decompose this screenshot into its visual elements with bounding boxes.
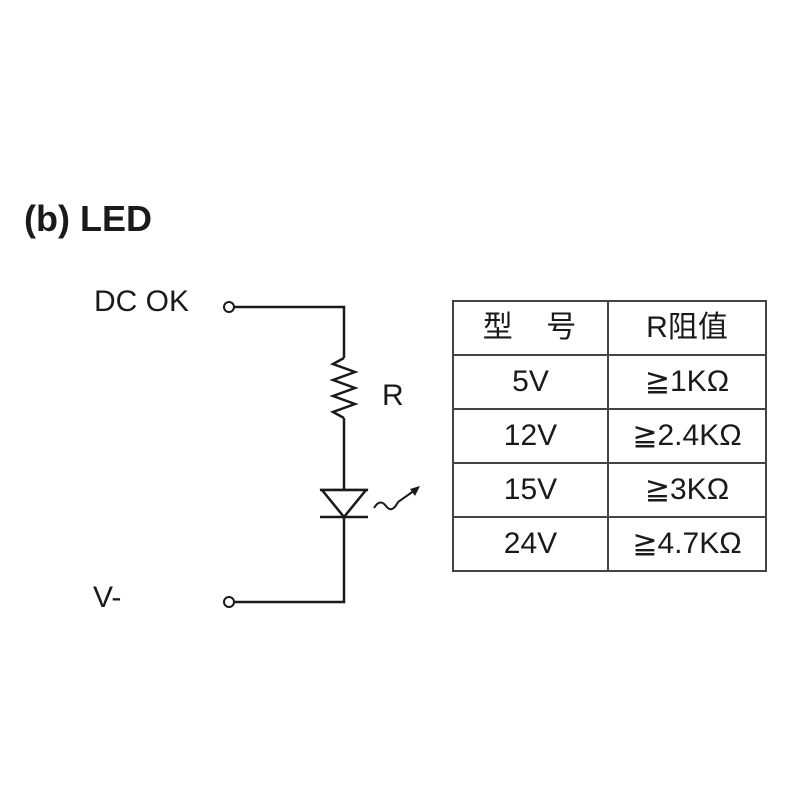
dc-ok-terminal-label: DC OK — [94, 285, 190, 318]
row-model: 24V — [452, 516, 609, 572]
table-header-row: 型 号 R阻值 — [452, 300, 767, 356]
led-icon — [319, 488, 369, 519]
row-model: 15V — [452, 462, 609, 518]
row-resistance: ≧4.7KΩ — [607, 516, 767, 572]
resistor-value-table: 型 号 R阻值 5V ≧1KΩ 12V ≧2.4KΩ 15V ≧3KΩ 24V … — [452, 300, 767, 572]
row-model: 12V — [452, 408, 609, 464]
v-minus-terminal-icon — [223, 596, 235, 608]
light-emission-icon — [373, 486, 420, 511]
resistor-icon — [329, 356, 359, 420]
header-resistance: R阻值 — [607, 300, 767, 356]
row-resistance: ≧3KΩ — [607, 462, 767, 518]
resistor-label: R — [382, 379, 404, 412]
table-row: 24V ≧4.7KΩ — [452, 516, 767, 572]
dc-ok-terminal-icon — [223, 301, 235, 313]
row-resistance: ≧2.4KΩ — [607, 408, 767, 464]
diagram-title: (b) LED — [24, 198, 152, 239]
row-model: 5V — [452, 354, 609, 410]
table-row: 15V ≧3KΩ — [452, 462, 767, 518]
v-minus-terminal-label: V- — [93, 581, 122, 614]
table-row: 12V ≧2.4KΩ — [452, 408, 767, 464]
bottom-wire — [234, 517, 346, 604]
row-resistance: ≧1KΩ — [607, 354, 767, 410]
top-wire — [234, 305, 346, 358]
header-model: 型 号 — [452, 300, 609, 356]
table-row: 5V ≧1KΩ — [452, 354, 767, 410]
